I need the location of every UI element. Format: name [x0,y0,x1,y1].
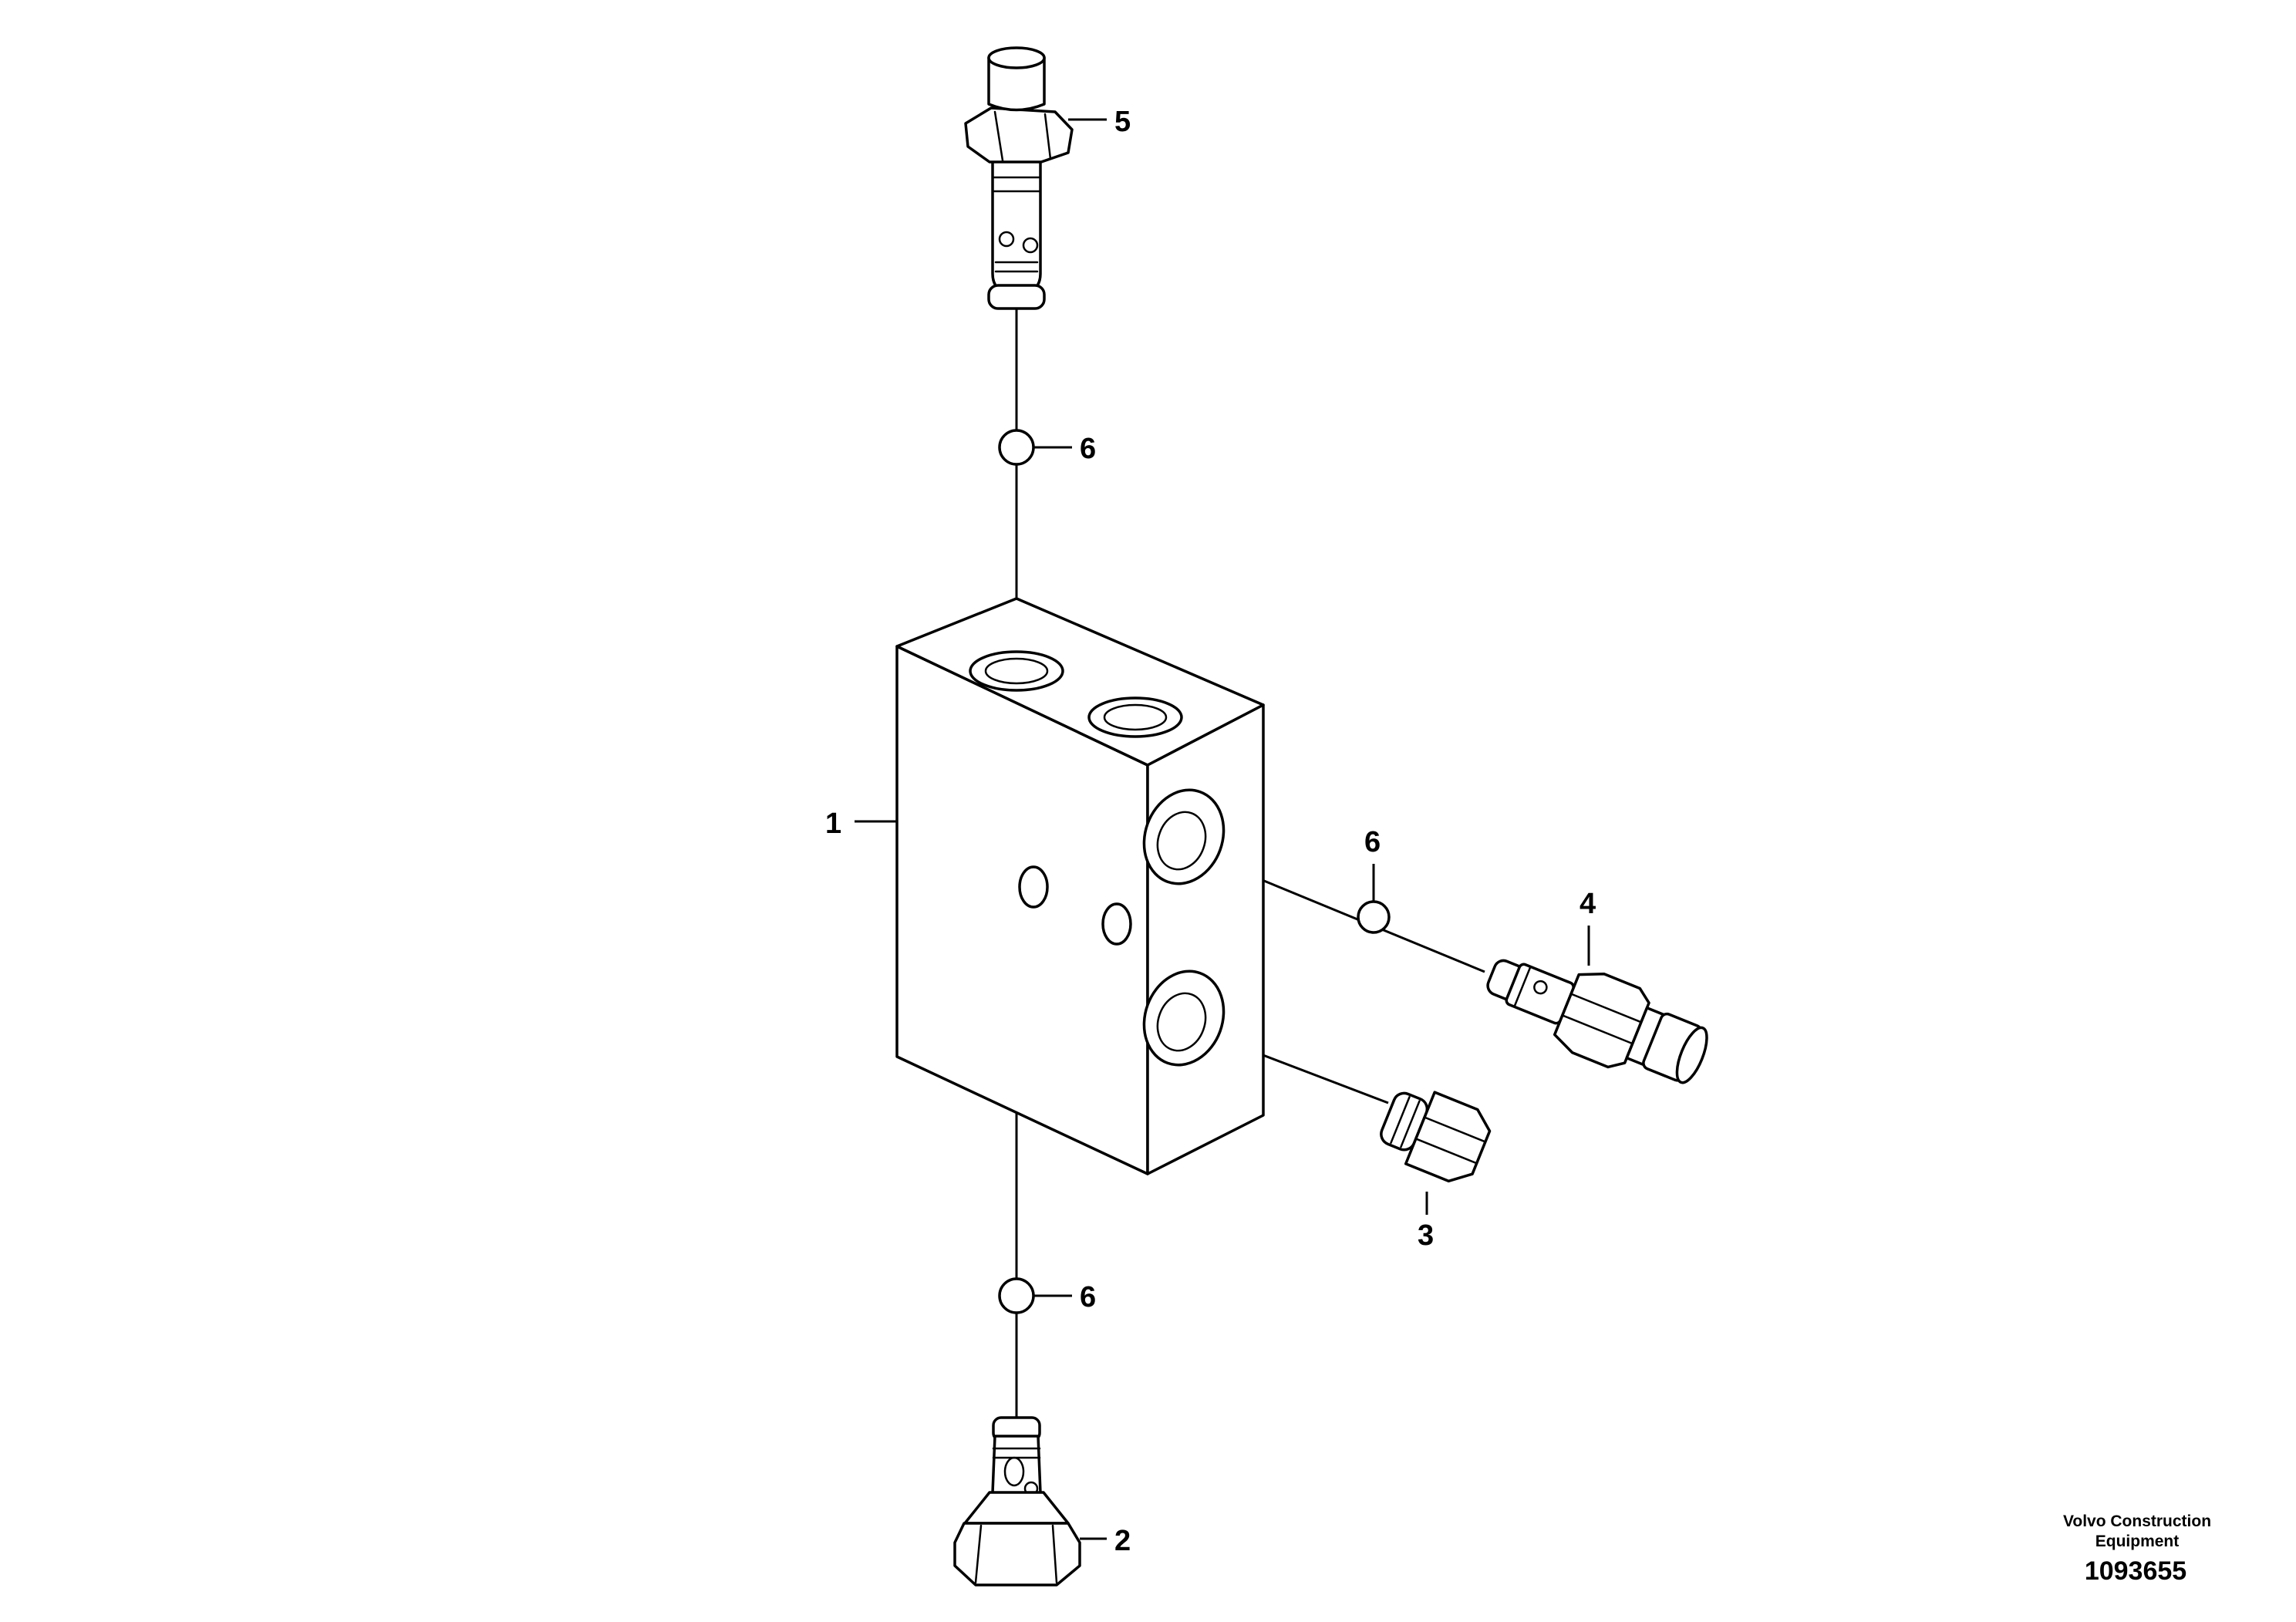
callout-3: 3 [1418,1219,1434,1252]
o-ring-bottom [998,1277,1035,1314]
bottom-cartridge-valve [953,1416,1081,1587]
callout-2: 2 [1114,1525,1131,1557]
callout-5: 5 [1114,106,1131,138]
callout-6-top: 6 [1080,433,1096,465]
callout-4: 4 [1580,888,1596,920]
o-ring-side [1357,900,1391,934]
top-port-1 [969,650,1064,692]
side-cartridge-valve [1486,959,1708,1084]
callout-6-bottom: 6 [1080,1281,1096,1313]
o-ring-top [998,429,1035,466]
side-port-upper [1142,788,1226,885]
top-port-2 [1087,696,1183,738]
callout-6-side: 6 [1364,826,1381,858]
callout-lines [855,118,1590,1540]
brand-label: Volvo Construction Equipment [2062,1512,2212,1550]
plug [1380,1091,1492,1183]
valve-block [895,597,1265,1175]
document-number: 1093655 [2084,1556,2187,1586]
mount-hole-2 [1101,902,1132,946]
top-cartridge-valve [964,46,1074,310]
side-port-lower [1142,969,1226,1067]
mount-hole-1 [1018,865,1049,909]
callout-1: 1 [825,808,841,840]
